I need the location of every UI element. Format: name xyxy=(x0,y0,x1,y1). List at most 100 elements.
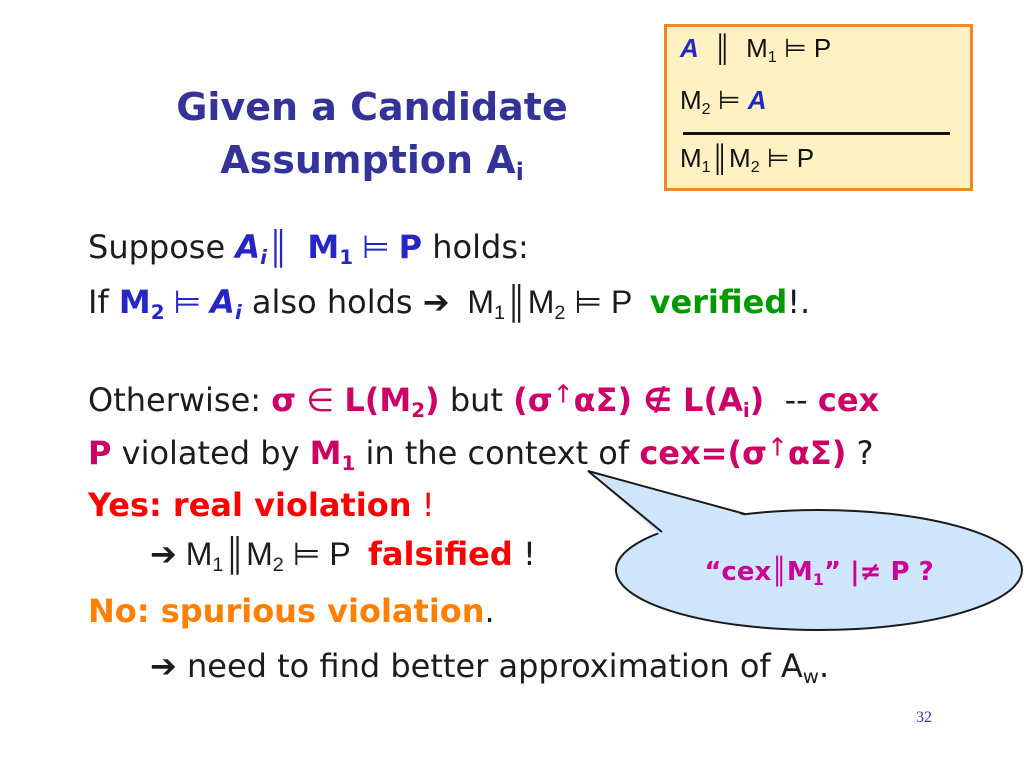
rule-premise-1-satisfies: ⊨ P xyxy=(776,33,832,63)
rule-conclusion-subscript-2: 2 xyxy=(750,157,760,176)
property-p: P xyxy=(398,228,423,266)
falsified-label: falsified xyxy=(367,535,513,573)
title-line-2-text: Assumption A xyxy=(220,138,516,182)
composition-subscript-2: 2 xyxy=(554,301,566,324)
callout-text-tail: ” |≠ P ? xyxy=(823,557,934,587)
verified-punctuation: !. xyxy=(787,283,811,321)
rule-divider xyxy=(683,132,950,135)
holds-label: holds: xyxy=(422,228,529,266)
composition-parallel-m: ║M xyxy=(505,284,555,320)
rule-premise-1-composition: ║ M xyxy=(698,33,768,63)
trace-sigma: σ xyxy=(271,381,297,419)
projection-open: (σ xyxy=(513,381,553,419)
composition-satisfies-p: ⊨ P xyxy=(283,536,368,572)
page-number: 32 xyxy=(916,709,932,726)
projection-arrow: ↑ xyxy=(766,432,788,462)
cex-label: cex xyxy=(817,381,880,419)
line-if-holds: If M2 ⊨ Ai also holds ➔ M1║M2 ⊨ P verifi… xyxy=(88,282,811,324)
dash-separator: -- xyxy=(764,381,818,419)
callout-text: “cex║M1” |≠ P ? xyxy=(614,552,1024,592)
also-holds-label: also holds xyxy=(241,283,423,321)
yes-label: Yes: xyxy=(88,486,162,524)
composition-m: M xyxy=(176,536,213,572)
line-no: No: spurious violation. xyxy=(88,591,495,631)
rule-premise-1-subscript: 1 xyxy=(767,47,777,66)
line-otherwise: Otherwise: σ ∈ L(M2) but (σ↑αΣ) ∉ L(Ai) … xyxy=(88,380,879,420)
language-m-close: ) xyxy=(425,381,440,419)
callout-subscript: 1 xyxy=(812,569,824,589)
projection-arrow: ↑ xyxy=(552,379,574,409)
language-m: L(M xyxy=(344,381,412,419)
real-violation-label: real violation xyxy=(161,486,412,524)
line-suppose: Suppose Ai║ M1 ⊨ P holds: xyxy=(88,227,529,267)
cex-definition: cex=(σ xyxy=(639,434,767,472)
assumption-a-subscript: i xyxy=(260,245,267,269)
rule-premise-2: M2 ⊨ A xyxy=(680,84,767,118)
composition-subscript-1: 1 xyxy=(212,553,224,576)
callout-tail-outline xyxy=(587,470,746,533)
approximation-subscript: w xyxy=(802,664,819,688)
component-m-subscript: 1 xyxy=(339,245,353,269)
projection-not-in-language: αΣ) ∉ L(A xyxy=(573,381,743,419)
approximation-text: need to find better approximation of A xyxy=(176,647,803,685)
satisfies-symbol: ⊨ xyxy=(164,284,211,320)
suppose-label: Suppose xyxy=(88,228,236,266)
composition-subscript-1: 1 xyxy=(493,301,506,324)
context-label: in the context of xyxy=(355,434,640,472)
line-falsified: ➔ M1║M2 ⊨ P falsified ! xyxy=(150,534,536,576)
component-m: M xyxy=(118,283,151,321)
title-subscript: i xyxy=(515,158,524,187)
rule-premise-2-component: M xyxy=(680,85,702,115)
satisfies-symbol: ⊨ xyxy=(352,229,399,265)
composition-parallel-m: ║M xyxy=(223,536,273,572)
element-of-symbol: ∈ xyxy=(296,381,345,419)
composition-satisfies-p: ⊨ P xyxy=(565,284,650,320)
title-line-1: Given a Candidate xyxy=(176,85,568,129)
assumption-a-subscript: i xyxy=(234,300,242,324)
spurious-violation-label: spurious violation xyxy=(149,592,485,630)
callout-text-main: “cex║M xyxy=(704,557,813,587)
no-label: No: xyxy=(88,592,150,630)
period: . xyxy=(484,592,495,630)
parallel-composition-symbol: ║ xyxy=(266,229,308,265)
line-yes: Yes: real violation ! xyxy=(88,485,435,525)
language-a-close: ) xyxy=(749,381,765,419)
rule-conclusion: M1║M2 ⊨ P xyxy=(680,142,815,176)
assumption-a: A xyxy=(210,283,235,321)
exclamation: ! xyxy=(411,486,435,524)
arrow-right-icon: ➔ xyxy=(150,535,177,573)
component-m: M xyxy=(309,434,342,472)
rule-conclusion-m: M xyxy=(680,143,702,173)
but-label: but xyxy=(439,381,514,419)
rule-premise-1: A ║ M1 ⊨ P xyxy=(680,32,832,66)
question-mark: ? xyxy=(846,434,874,472)
property-p: P xyxy=(88,434,112,472)
exclamation: ! xyxy=(512,535,536,573)
rule-conclusion-composition: ║M xyxy=(710,143,751,173)
arrow-right-icon: ➔ xyxy=(422,283,450,321)
slide-title: Given a Candidate Assumption Ai xyxy=(112,81,632,187)
component-m-subscript: 1 xyxy=(341,451,356,475)
assumption-a: A xyxy=(235,228,261,266)
language-a-subscript: i xyxy=(742,398,750,422)
composition-subscript-2: 2 xyxy=(272,553,284,576)
component-m: M xyxy=(307,228,340,266)
rule-conclusion-subscript-1: 1 xyxy=(701,157,711,176)
line-approximation: ➔ need to find better approximation of A… xyxy=(150,646,829,686)
composition-m: M xyxy=(449,284,494,320)
rule-conclusion-satisfies: ⊨ P xyxy=(759,143,815,173)
inference-rule-box: A ║ M1 ⊨ P M2 ⊨ A M1║M2 ⊨ P xyxy=(664,24,973,191)
rule-premise-2-subscript: 2 xyxy=(701,99,711,118)
verified-label: verified xyxy=(649,283,788,321)
period: . xyxy=(818,647,830,685)
component-m-subscript: 2 xyxy=(150,300,165,324)
violated-by-label: violated by xyxy=(111,434,310,472)
callout-tail xyxy=(588,471,747,535)
language-m-subscript: 2 xyxy=(411,398,426,422)
if-label: If xyxy=(88,283,119,321)
line-violated: P violated by M1 in the context of cex=(… xyxy=(88,433,874,473)
rule-premise-1-assumption: A xyxy=(680,33,699,63)
otherwise-label: Otherwise: xyxy=(88,381,272,419)
rule-premise-2-satisfies: ⊨ xyxy=(710,85,748,115)
